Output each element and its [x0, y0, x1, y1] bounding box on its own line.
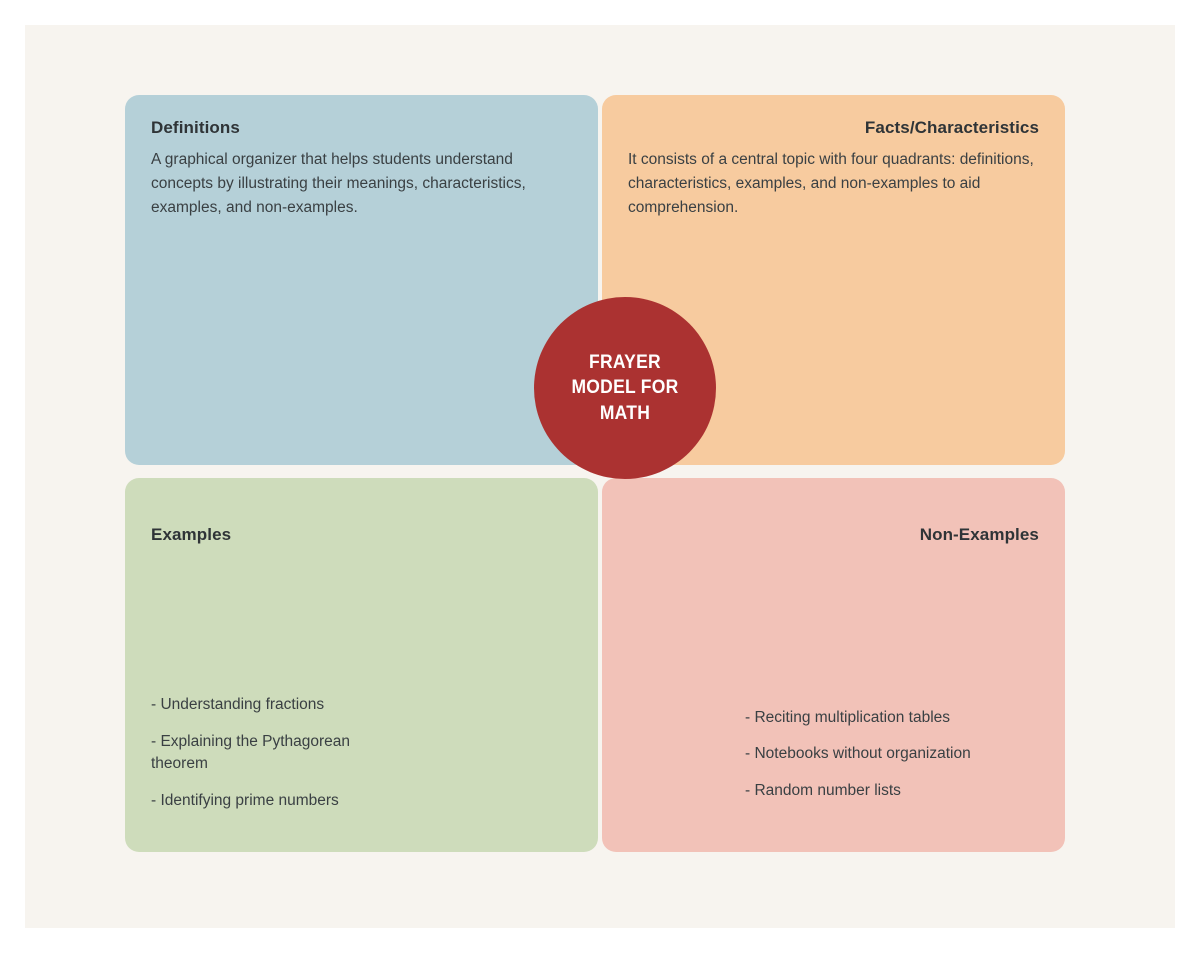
list-item: - Identifying prime numbers: [151, 791, 339, 809]
center-topic-label: FRAYER MODEL FOR MATH: [571, 352, 679, 424]
quadrant-facts-characteristics-heading: Facts/Characteristics: [864, 118, 1039, 137]
diagram-canvas: Definitions A graphical organizer that h…: [25, 25, 1175, 928]
list-item: - Explaining the Pythagorean theorem: [151, 732, 351, 773]
quadrant-non-examples-list: - Reciting multiplication tables - Noteb…: [745, 707, 1035, 802]
quadrant-examples[interactable]: Examples - Understanding fractions - Exp…: [125, 478, 598, 852]
list-item: - Understanding fractions: [151, 696, 325, 714]
quadrant-non-examples[interactable]: Non-Examples - Reciting multiplication t…: [602, 478, 1065, 852]
center-topic-circle[interactable]: FRAYER MODEL FOR MATH: [534, 297, 716, 479]
list-item: - Notebooks without organization: [745, 745, 971, 763]
quadrant-facts-characteristics-body: It consists of a central topic with four…: [628, 151, 1034, 217]
quadrant-examples-heading: Examples: [151, 525, 232, 544]
list-item: - Random number lists: [745, 781, 901, 799]
frayer-model-diagram: Definitions A graphical organizer that h…: [125, 95, 1065, 852]
quadrant-definitions-heading: Definitions: [151, 118, 240, 137]
quadrant-non-examples-heading: Non-Examples: [919, 525, 1039, 544]
quadrant-definitions-body: A graphical organizer that helps student…: [151, 151, 526, 217]
quadrant-examples-list: - Understanding fractions - Explaining t…: [151, 694, 551, 812]
list-item: - Reciting multiplication tables: [745, 708, 951, 726]
quadrant-definitions[interactable]: Definitions A graphical organizer that h…: [125, 95, 598, 465]
